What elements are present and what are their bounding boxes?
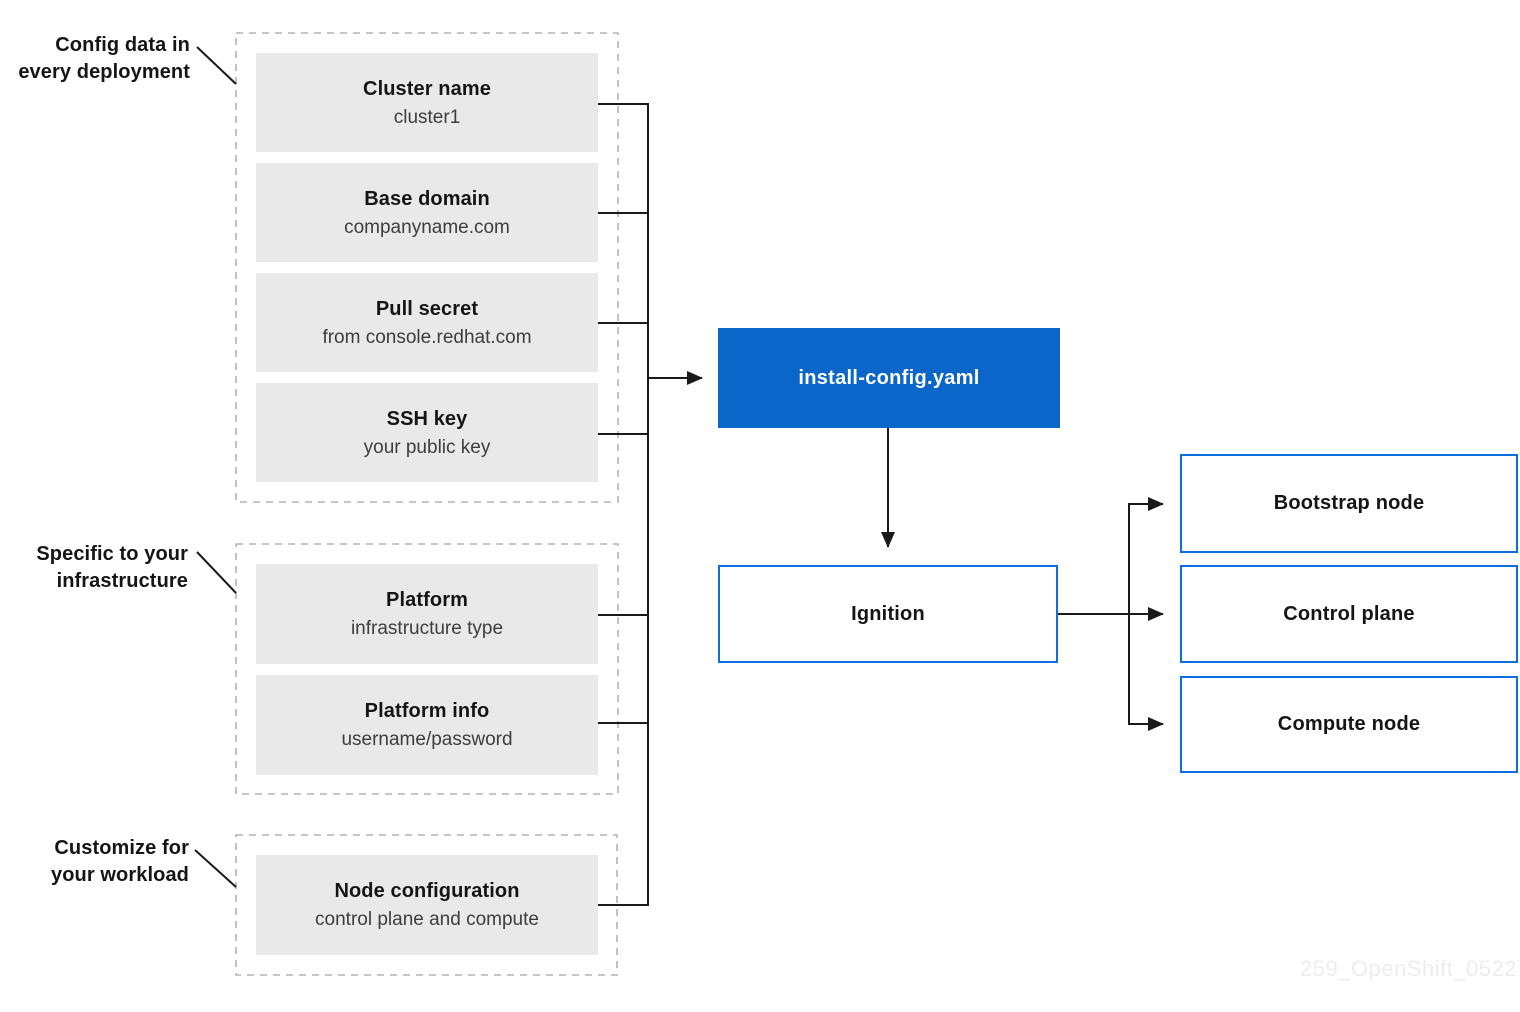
config-item-node-configuration: Node configuration control plane and com… [256, 855, 598, 955]
install-config-yaml-box: install-config.yaml [718, 328, 1060, 428]
config-item-base-domain: Base domain companyname.com [256, 163, 598, 262]
label-tick-infrastructure [196, 551, 237, 594]
config-item-platform-info: Platform info username/password [256, 675, 598, 775]
item-title: Platform info [364, 700, 490, 722]
config-item-ssh-key: SSH key your public key [256, 383, 598, 482]
item-title: Base domain [364, 187, 490, 210]
label-tick-workload [194, 849, 237, 888]
item-subtitle: control plane and compute [315, 909, 539, 930]
group-outline-infrastructure [235, 543, 619, 795]
item-subtitle: username/password [341, 729, 513, 750]
compute-node-box: Compute node [1180, 676, 1518, 773]
item-subtitle: companyname.com [344, 216, 510, 238]
item-subtitle: infrastructure type [350, 618, 504, 639]
compute-node-label: Compute node [1277, 713, 1421, 735]
label-tick-config-data [196, 46, 237, 85]
control-plane-box: Control plane [1180, 565, 1518, 663]
ignition-box: Ignition [718, 565, 1058, 663]
item-subtitle: from console.redhat.com [322, 326, 532, 348]
item-title: SSH key [386, 407, 468, 430]
group-outline-config-data [235, 32, 619, 503]
item-title: Node configuration [334, 880, 520, 902]
item-title: Cluster name [363, 77, 491, 100]
config-item-platform: Platform infrastructure type [256, 564, 598, 664]
group-label-config-data: Config data in every deployment [18, 34, 190, 83]
item-title: Platform [386, 589, 468, 611]
watermark-text: 259_OpenShift_0522 [1300, 956, 1517, 981]
item-title: Pull secret [375, 297, 479, 320]
config-item-cluster-name: Cluster name cluster1 [256, 53, 598, 152]
bootstrap-node-box: Bootstrap node [1180, 454, 1518, 553]
item-subtitle: cluster1 [393, 106, 461, 128]
bootstrap-node-label: Bootstrap node [1273, 492, 1425, 514]
item-subtitle: your public key [363, 436, 491, 458]
group-label-workload: Customize for your workload [51, 837, 189, 886]
control-plane-label: Control plane [1283, 602, 1415, 625]
group-label-infrastructure: Specific to your infrastructure [36, 543, 188, 592]
config-item-pull-secret: Pull secret from console.redhat.com [256, 273, 598, 372]
ignition-label: Ignition [851, 602, 925, 625]
install-config-yaml-label: install-config.yaml [798, 366, 980, 389]
